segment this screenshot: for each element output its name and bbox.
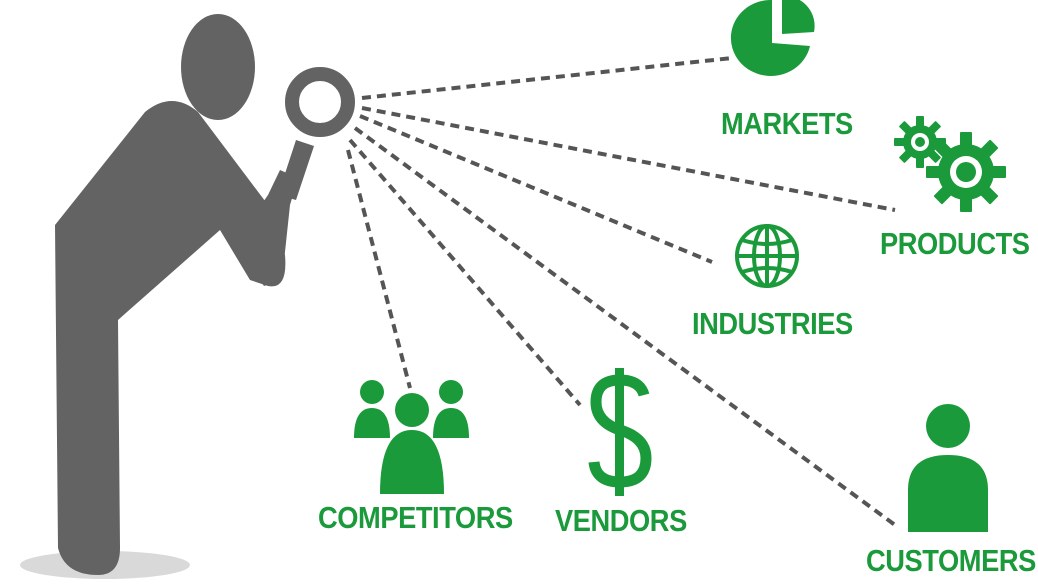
label-vendors: VENDORS [555, 503, 687, 538]
group-icon [354, 380, 469, 494]
person-body [55, 101, 286, 575]
person-head [181, 14, 255, 120]
magnifier-handle [278, 140, 314, 200]
line-industries [359, 114, 713, 264]
dashed-lines [346, 56, 897, 527]
person-figure [55, 14, 355, 575]
line-vendors [348, 138, 582, 407]
line-competitors [346, 149, 412, 389]
label-industries: INDUSTRIES [692, 306, 853, 341]
label-products: PRODUCTS [880, 226, 1030, 261]
label-customers: CUSTOMERS [866, 543, 1036, 578]
globe-icon [735, 224, 799, 288]
pie-chart-icon [730, 0, 815, 76]
line-products [361, 106, 896, 212]
dollar-icon [588, 368, 652, 496]
person-arm [200, 118, 298, 286]
line-customers [353, 126, 897, 527]
line-markets [361, 56, 733, 100]
gears-icon [894, 116, 1006, 212]
person-icon [908, 404, 988, 532]
magnifier-ring [285, 67, 355, 137]
label-markets: MARKETS [721, 106, 853, 141]
label-competitors: COMPETITORS [318, 500, 513, 535]
